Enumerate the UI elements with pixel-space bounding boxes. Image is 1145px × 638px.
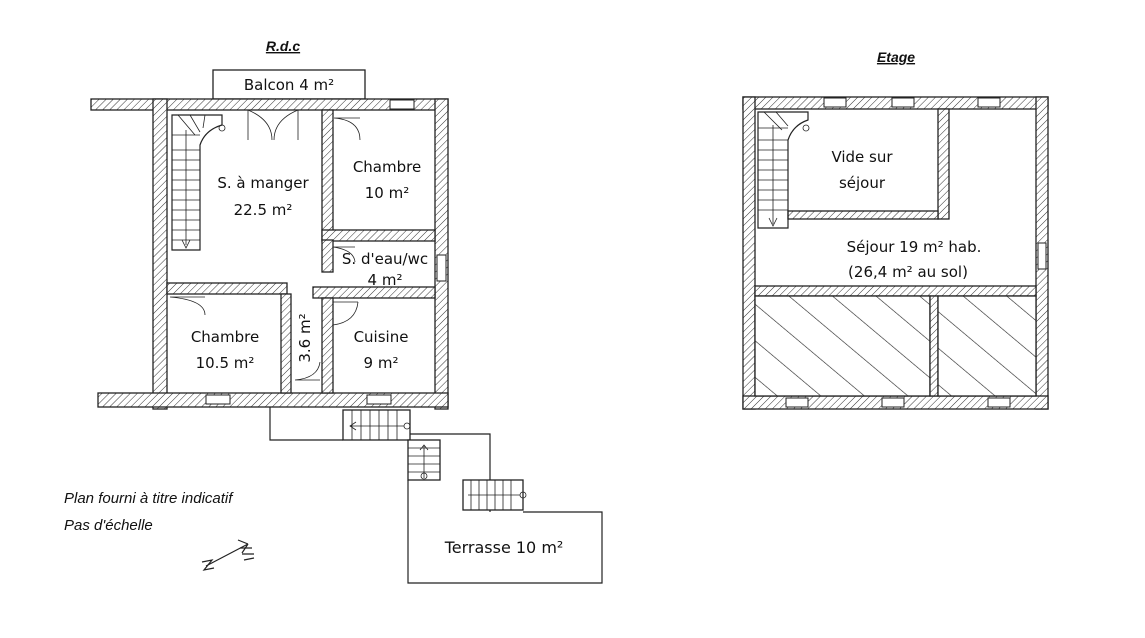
bedroom-a-area: 10 m²: [365, 184, 409, 202]
landing-outline: [269, 407, 343, 441]
left-wall: [742, 96, 756, 410]
inner-wall-v3: [280, 293, 292, 394]
window: [205, 394, 231, 405]
inner-wall-v2: [321, 239, 334, 273]
terrace-steps: [407, 439, 441, 481]
inner-wall-h3: [166, 282, 288, 295]
staircase: [757, 111, 810, 229]
window: [389, 99, 415, 110]
window: [987, 397, 1011, 408]
ground-floor-title: R.d.c: [266, 38, 300, 54]
terrace: [407, 480, 603, 584]
door-kitchen: [332, 301, 359, 326]
window: [977, 97, 1001, 108]
partition: [754, 285, 1037, 297]
inner-wall-h1: [321, 229, 436, 242]
balcony: [212, 69, 366, 100]
bedroom-b-name: Chambre: [191, 328, 259, 346]
note-line2: Pas d'échelle: [64, 517, 153, 534]
bedroom-a-name: Chambre: [353, 158, 421, 176]
window: [785, 397, 809, 408]
ground-floor-plan: R.d.c Balcon 4 m²: [90, 38, 603, 584]
partition: [929, 295, 939, 397]
shower-name: S. d'eau/wc: [342, 250, 428, 268]
dining-name: S. à manger: [217, 174, 309, 192]
terrace-steps: [462, 479, 527, 511]
door-bedroom-a: [333, 117, 361, 141]
door-bedroom-b: [169, 296, 206, 316]
hall-area: 3.6 m²: [296, 313, 314, 362]
shower-area: 4 m²: [368, 271, 403, 289]
bottom-wall: [97, 392, 449, 408]
window: [1037, 242, 1047, 270]
door-hall: [294, 361, 321, 381]
upper-floor-title: Etage: [877, 49, 915, 65]
note-line1: Plan fourni à titre indicatif: [64, 490, 234, 507]
window: [436, 254, 447, 282]
inner-wall-v4: [321, 297, 334, 394]
void-line1: Vide sur: [831, 148, 893, 166]
living-line2: (26,4 m² au sol): [848, 263, 968, 281]
hatched-zone-left: [754, 295, 931, 397]
kitchen-area: 9 m²: [364, 354, 399, 372]
void-line2: séjour: [839, 174, 886, 192]
inner-wall: [937, 108, 950, 220]
terrace-label: Terrasse 10 m²: [444, 538, 564, 557]
balcony-label: Balcon 4 m²: [244, 76, 334, 94]
bedroom-b-area: 10.5 m²: [196, 354, 255, 372]
dining-area: 22.5 m²: [234, 201, 293, 219]
window: [823, 97, 847, 108]
inner-wall-v1: [321, 109, 334, 241]
inner-wall-h2: [312, 286, 436, 299]
right-wall: [434, 98, 449, 410]
kitchen-name: Cuisine: [354, 328, 409, 346]
entrance-steps: [342, 409, 411, 441]
upper-floor-plan: Etage Vide sur séjour Séjour 19 m² hab. …: [742, 49, 1049, 410]
hatched-zone-right: [937, 295, 1037, 397]
window: [366, 394, 392, 405]
window: [881, 397, 905, 408]
north-arrow-icon: [201, 539, 255, 571]
living-line1: Séjour 19 m² hab.: [847, 238, 982, 256]
door-shower: [332, 246, 356, 263]
inner-wall: [787, 210, 939, 220]
balcony-door: [247, 109, 299, 141]
staircase: [171, 114, 226, 251]
window: [891, 97, 915, 108]
left-wall: [152, 98, 168, 410]
